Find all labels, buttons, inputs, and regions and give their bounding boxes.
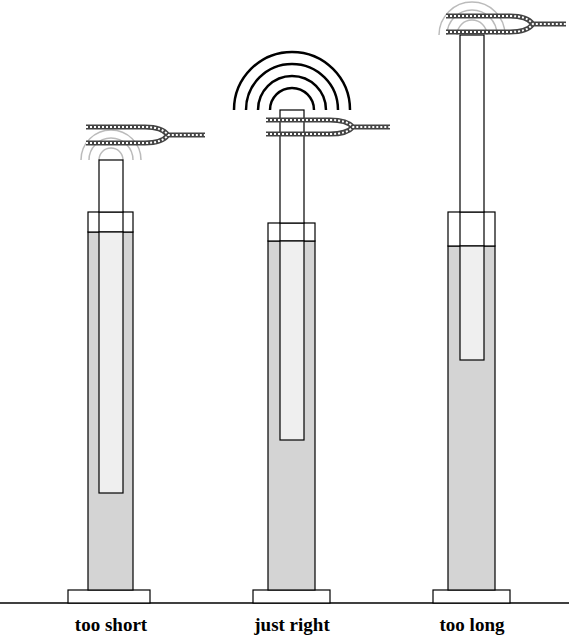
caption-label: just right xyxy=(254,614,329,636)
caption-label: too short xyxy=(75,614,147,636)
caption-label: too long xyxy=(440,614,505,636)
sound-waves-strong xyxy=(234,52,350,110)
tuning-forks xyxy=(86,16,566,143)
tube-right xyxy=(253,110,330,603)
tube-long xyxy=(433,35,510,603)
sound-waves-weak xyxy=(81,2,505,160)
tube-short xyxy=(68,160,150,603)
